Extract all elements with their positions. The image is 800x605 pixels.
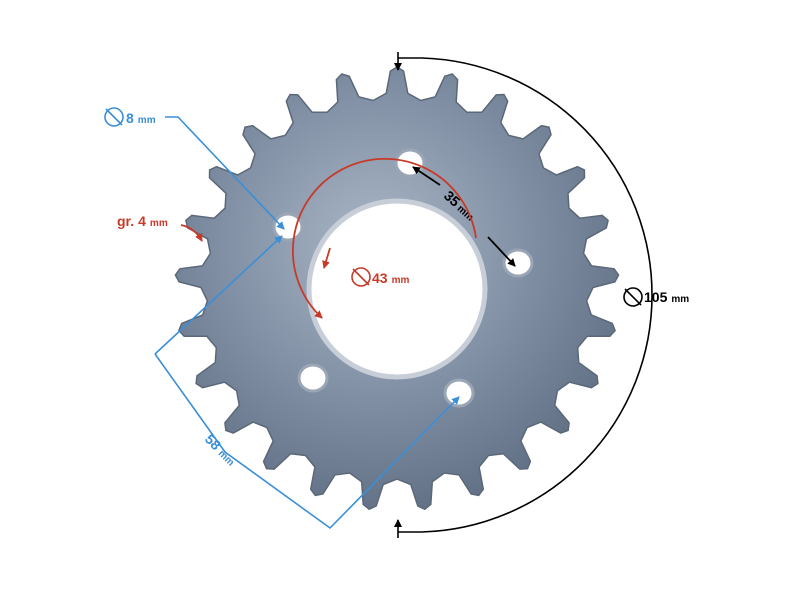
bolt-circle-leader-upper xyxy=(154,235,283,355)
inner-diameter-dimension: 43 mm xyxy=(292,158,477,319)
inner-diameter-arc xyxy=(292,158,477,319)
sprocket xyxy=(174,66,620,511)
inner-diameter-arrow-top xyxy=(322,247,331,269)
hole-diameter-symbol-slash xyxy=(105,108,123,126)
thickness-dimension: gr.4 mm xyxy=(117,213,203,242)
outer-diameter-arc xyxy=(398,57,653,533)
outer-diameter-unit: mm xyxy=(671,294,689,305)
outer-diameter-value: 105 xyxy=(644,289,668,305)
bolt-circle-dimension: 58mm xyxy=(154,235,460,530)
diameter-symbol-slash xyxy=(624,288,642,306)
inner-diameter-unit: mm xyxy=(392,275,410,286)
inner-diameter-symbol-slash xyxy=(352,268,370,286)
hole-diameter-unit: mm xyxy=(138,115,156,126)
thickness-unit: mm xyxy=(150,218,168,229)
hole-diameter-leader xyxy=(165,116,285,230)
bolt-hole xyxy=(502,248,534,278)
thickness-arrow xyxy=(180,224,203,242)
hole-diameter-value: 8 xyxy=(126,110,134,126)
bolt-spacing-arrow-lower xyxy=(487,236,516,267)
bolt-hole-diameter-dimension: 8 mm xyxy=(104,107,285,230)
bolt-circle-unit: mm xyxy=(216,448,236,468)
thickness-value: 4 xyxy=(138,213,146,229)
svg-text:gr.4mm: gr.4 mm xyxy=(117,213,168,229)
inner-diameter-value: 43 xyxy=(372,270,388,286)
svg-text:58mm: 58mm xyxy=(202,431,240,469)
bolt-hole xyxy=(272,212,304,242)
bolt-hole xyxy=(297,363,329,393)
bolt-circle-leader-lower xyxy=(154,353,460,530)
bolt-hole xyxy=(443,378,475,408)
svg-text:8mm: 8 mm xyxy=(126,110,156,126)
thickness-prefix: gr. xyxy=(117,213,134,229)
center-bore xyxy=(306,198,488,380)
bolt-spacing-arrow-upper xyxy=(412,166,441,186)
